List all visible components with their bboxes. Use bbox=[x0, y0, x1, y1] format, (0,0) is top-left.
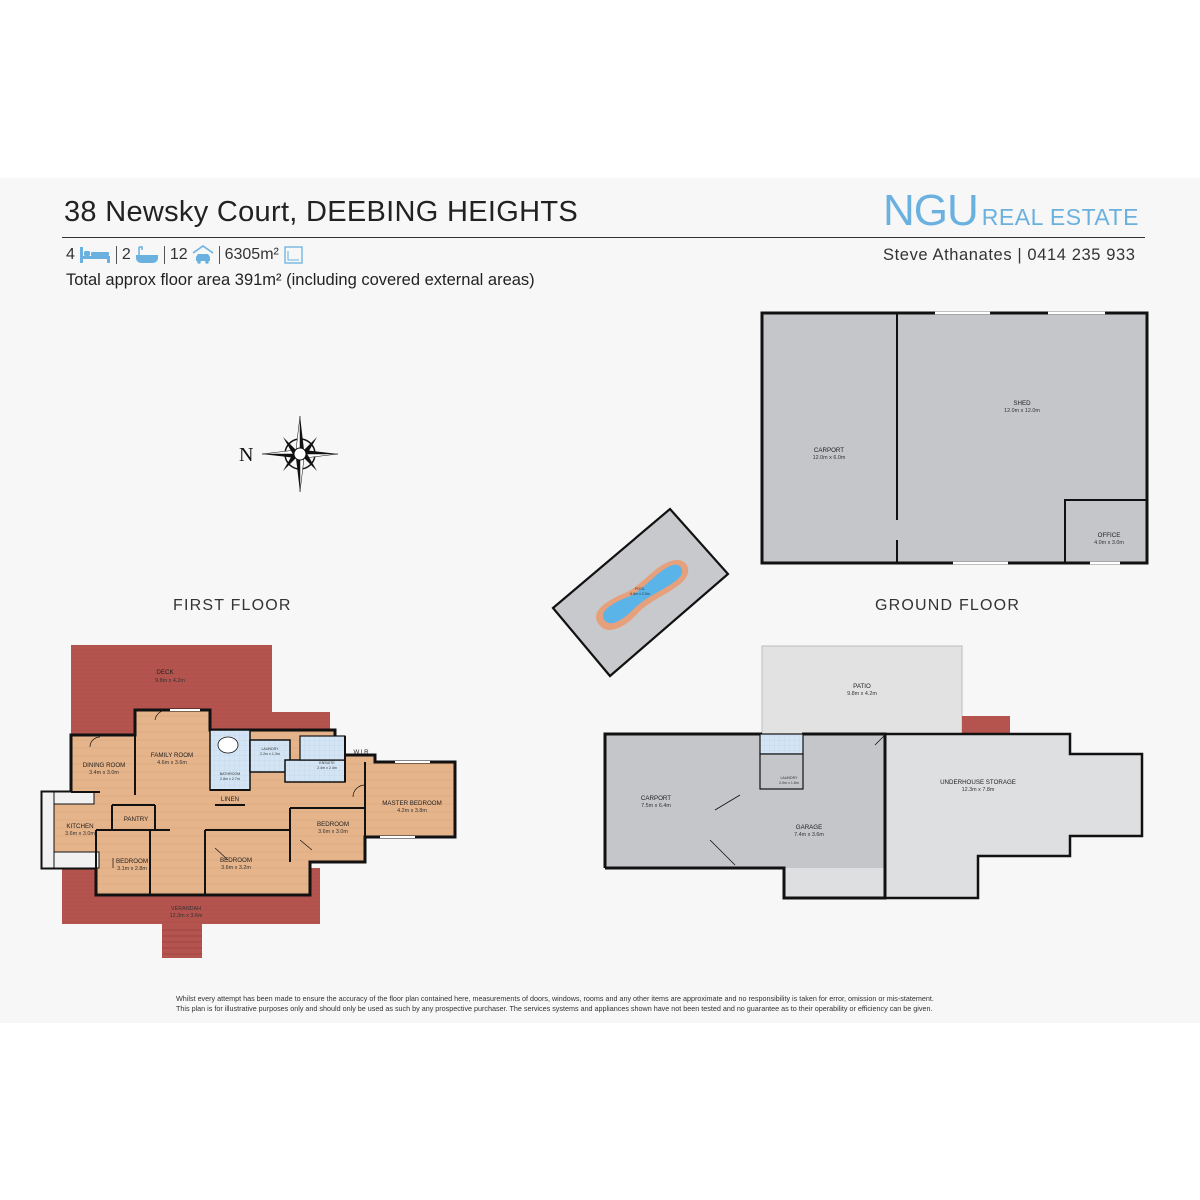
shed-outline bbox=[760, 311, 1149, 565]
brand-suffix: REAL ESTATE bbox=[981, 204, 1139, 230]
shed-plan: SHED 12.0m x 12.0m CARPORT 12.0m x 6.0m … bbox=[760, 311, 1149, 565]
disclaimer-line-1: Whilst every attempt has been made to en… bbox=[176, 994, 934, 1003]
outdoor-carport-label: CARPORT bbox=[814, 447, 844, 454]
ground-laundry-dims: 2.0m x 1.8m bbox=[779, 781, 799, 785]
shed-label: SHED bbox=[1013, 400, 1031, 407]
ground-carport-label: CARPORT bbox=[641, 795, 671, 802]
ground-carport-dims: 7.5m x 6.4m bbox=[641, 803, 671, 809]
bathroom-label: BATHROOM bbox=[220, 772, 241, 776]
stats-separator bbox=[218, 246, 220, 264]
ensuite-area bbox=[284, 759, 346, 783]
laundry-small-dims: 2.2m x 1.3m bbox=[260, 752, 280, 756]
floor-area-note: Total approx floor area 391m² (including… bbox=[66, 271, 535, 289]
storage-dims: 12.3m x 7.8m bbox=[962, 787, 995, 793]
header-divider bbox=[62, 237, 1145, 238]
garage-dims: 7.4m x 3.6m bbox=[794, 832, 824, 838]
wir-label: W.I.R bbox=[353, 749, 369, 756]
first-floor-label: FIRST FLOOR bbox=[173, 597, 292, 614]
disclaimer-line-2: This plan is for illustrative purposes o… bbox=[176, 1004, 933, 1013]
first-floor-plan: DECK 9.8m x 4.2m DINING ROOM 3.4m x 3.0m… bbox=[40, 645, 457, 958]
bedroom-c-label: BEDROOM bbox=[116, 858, 148, 865]
linen-label: LINEN bbox=[221, 796, 239, 803]
garage-label: GARAGE bbox=[796, 824, 822, 831]
compass-north-letter: N bbox=[239, 444, 253, 466]
outdoor-carport-dims: 12.0m x 6.0m bbox=[813, 455, 846, 461]
patio-dims: 9.8m x 4.2m bbox=[847, 691, 877, 697]
patio-area bbox=[761, 645, 963, 737]
ensuite-dims: 2.4m x 2.4m bbox=[317, 766, 337, 770]
pool-dims: 6.8m x 2.0m bbox=[630, 592, 650, 596]
patio-stairs bbox=[962, 716, 1010, 734]
storage-area bbox=[884, 733, 1143, 899]
ensuite-label: ENSUITE bbox=[319, 761, 335, 765]
bath-icon bbox=[135, 246, 158, 263]
master-bedroom-dims: 4.2m x 3.8m bbox=[397, 808, 427, 814]
ground-laundry-label: LAUNDRY bbox=[780, 776, 798, 780]
ground-floor-label: GROUND FLOOR bbox=[875, 597, 1021, 614]
pantry-label: PANTRY bbox=[124, 816, 149, 823]
laundry-small-label: LAUNDRY bbox=[261, 747, 279, 751]
bedroom-a-dims: 3.6m x 3.0m bbox=[318, 829, 348, 835]
bed-icon bbox=[79, 247, 110, 263]
pool-water bbox=[602, 564, 683, 624]
car-count: 12 bbox=[169, 246, 188, 263]
pool-plan: POOL 6.8m x 2.0m bbox=[551, 507, 730, 678]
bedrooms-count: 4 bbox=[66, 246, 75, 263]
dining-room-dims: 3.4m x 3.0m bbox=[89, 770, 119, 776]
bedroom-c-dims: 3.1m x 2.8m bbox=[117, 866, 147, 872]
kitchen-dims: 3.6m x 3.0m bbox=[65, 831, 95, 837]
car-icon bbox=[192, 245, 214, 264]
brand-name: NGU bbox=[883, 186, 979, 235]
stats-separator bbox=[115, 246, 117, 264]
shed-dims: 12.0m x 12.0m bbox=[1004, 408, 1040, 414]
bathroom-dims: 2.8m x 2.7m bbox=[220, 777, 240, 781]
deck-dims: 9.8m x 4.2m bbox=[155, 678, 185, 684]
patio-label: PATIO bbox=[853, 683, 871, 690]
family-room-dims: 4.6m x 3.6m bbox=[157, 760, 187, 766]
land-icon bbox=[284, 246, 303, 264]
ground-floor-plan: PATIO 9.8m x 4.2m CARPORT 7.5m x 6.4m GA… bbox=[603, 645, 1144, 900]
disclaimer: Whilst every attempt has been made to en… bbox=[176, 994, 1036, 1014]
stats-separator bbox=[163, 246, 165, 264]
deck-label: DECK bbox=[156, 669, 174, 676]
bedroom-b-dims: 3.6m x 3.2m bbox=[221, 865, 251, 871]
master-bedroom-label: MASTER BEDROOM bbox=[382, 800, 441, 807]
bathrooms-count: 2 bbox=[121, 246, 131, 263]
bedroom-b-label: BEDROOM bbox=[220, 857, 252, 864]
verandah-label: VERANDAH bbox=[171, 906, 201, 912]
agent-contact: Steve Athanates | 0414 235 933 bbox=[883, 246, 1136, 264]
property-stats: 4 2 12 6305m² bbox=[66, 242, 305, 268]
property-address: 38 Newsky Court, DEEBING HEIGHTS bbox=[64, 196, 578, 228]
land-size: 6305m² bbox=[224, 246, 279, 263]
bedroom-a-label: BEDROOM bbox=[317, 821, 349, 828]
storage-label: UNDERHOUSE STORAGE bbox=[940, 779, 1016, 786]
kitchen-label: KITCHEN bbox=[66, 823, 93, 830]
family-room-label: FAMILY ROOM bbox=[151, 752, 193, 759]
office-dims: 4.0m x 3.0m bbox=[1094, 540, 1124, 546]
verandah-dims: 12.3m x 3.6m bbox=[170, 913, 203, 919]
compass-icon: N bbox=[239, 415, 339, 493]
office-label: OFFICE bbox=[1098, 532, 1121, 539]
dining-room-label: DINING ROOM bbox=[83, 762, 126, 769]
pool-label: POOL bbox=[635, 587, 645, 591]
laundry-area bbox=[249, 739, 291, 773]
verandah-stairs bbox=[162, 924, 202, 958]
